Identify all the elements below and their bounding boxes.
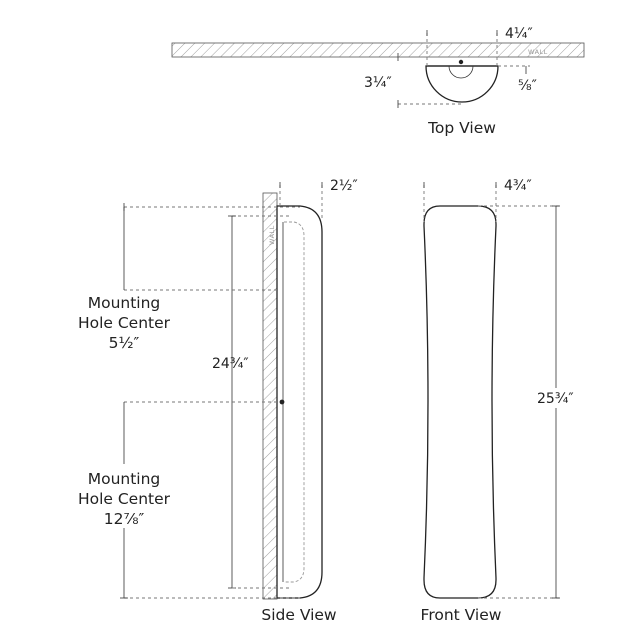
top-depth-dim: 3¼″ [364,75,392,91]
top-view: WALL 4¼″ 3¼″ ⅝″ Top View [171,26,585,137]
front-height-label-bg [534,388,580,408]
side-depth-dim: 2½″ [330,178,358,194]
side-wall-section [262,192,278,600]
side-view-label: Side View [261,606,337,624]
side-view: WALL 2½″ 24¾″ Mounting Hole Center 5½″ [78,178,358,624]
top-wall-section [171,42,585,58]
front-view: 4¾″ 25¾″ Front View [421,178,580,624]
side-wall-label: WALL [268,225,276,245]
front-width-dim: 4¾″ [504,178,532,194]
top-width-dim: 4¼″ [505,26,533,42]
top-mount-point [458,59,464,65]
side-mount-top-line1: Mounting [88,294,161,312]
side-mount-top-value: 5½″ [109,334,140,352]
front-fixture-shape [423,205,497,599]
side-fixture-inner [284,221,305,583]
top-view-label: Top View [427,119,496,137]
side-height-dim: 24¾″ [212,356,249,372]
side-mount-bottom-line1: Mounting [88,470,161,488]
side-mount-bottom-value: 12⅞″ [104,510,145,528]
side-mount-top-line2: Hole Center [78,314,171,332]
front-height-dim: 25¾″ [537,391,574,407]
side-mount-point [279,399,285,405]
top-canopy [448,65,474,79]
side-fixture-shape [276,205,323,599]
front-view-label: Front View [421,606,502,624]
top-offset-dim: ⅝″ [518,78,537,94]
top-fixture-shape [425,65,499,103]
top-wall-label: WALL [528,48,548,56]
side-mount-bottom-line2: Hole Center [78,490,171,508]
